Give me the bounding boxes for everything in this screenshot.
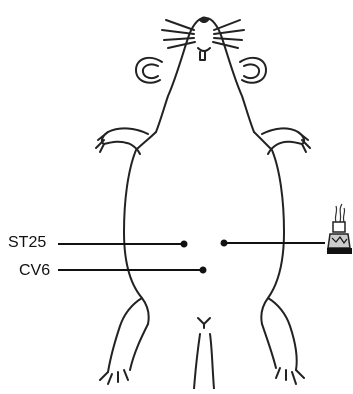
ear-right-inner	[244, 64, 259, 78]
hind-paw-right	[276, 368, 304, 384]
front-paw-right	[298, 132, 310, 152]
st25-right-point	[221, 240, 228, 247]
hind-leg-right	[262, 298, 297, 370]
rat-nose	[200, 18, 208, 23]
ear-right	[240, 58, 266, 83]
cv6-point	[200, 267, 207, 274]
rat-head-outline	[156, 18, 254, 132]
ear-left	[136, 58, 162, 83]
hind-paw-left	[100, 370, 128, 384]
rat-mouth	[198, 48, 210, 60]
rat-tail	[194, 334, 214, 389]
st25-left-point	[181, 241, 188, 248]
moxibustion-icon	[327, 204, 352, 254]
body-outline-left	[124, 132, 156, 324]
whiskers-left	[162, 20, 195, 48]
cv6-label: CV6	[19, 263, 50, 279]
genital-mark	[198, 318, 210, 328]
whiskers-right	[213, 20, 244, 48]
front-paw-left	[96, 132, 108, 152]
ear-left-inner	[143, 64, 158, 78]
body-outline-right	[254, 132, 284, 324]
st25-label: ST25	[8, 235, 46, 251]
hind-leg-left	[108, 298, 148, 372]
